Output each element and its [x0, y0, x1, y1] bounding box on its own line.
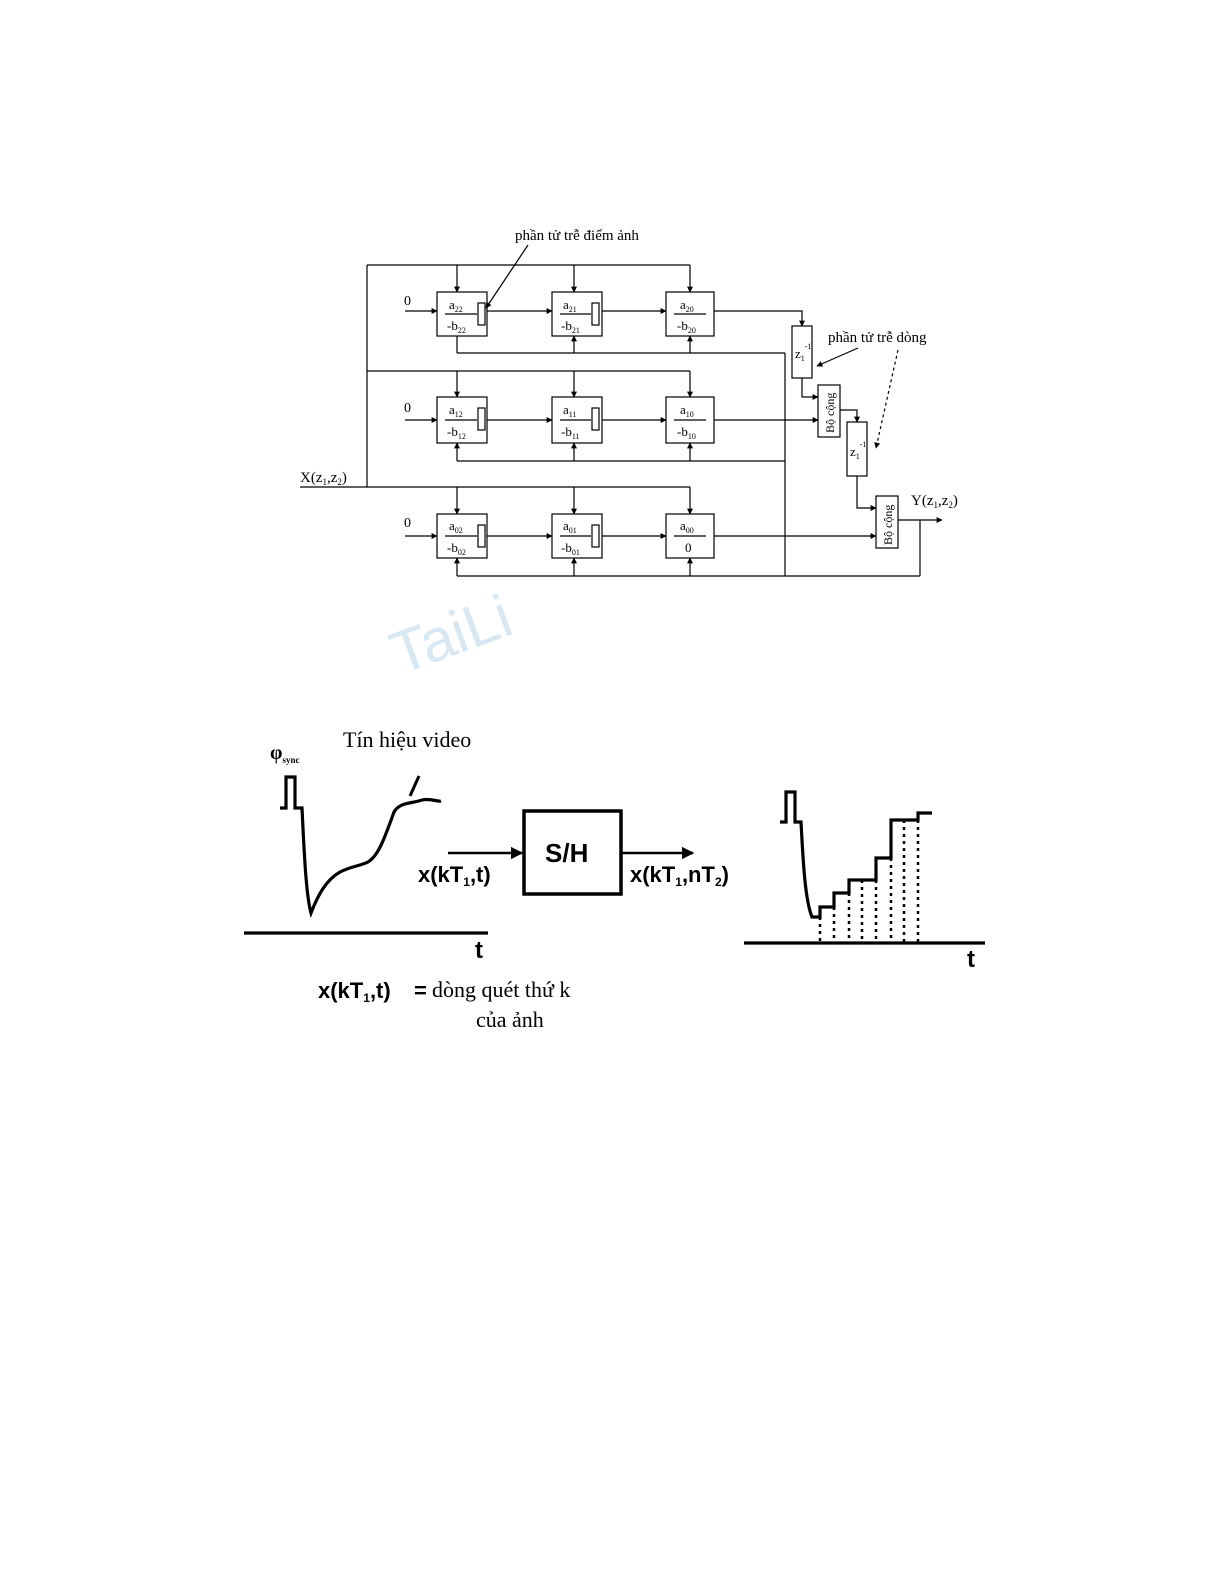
coef-b10: -b10: [677, 424, 696, 441]
coef-a11: a11: [563, 402, 576, 419]
line-delay-label: phần tử trễ dòng: [828, 330, 927, 346]
video-signal-label: Tín hiệu video: [343, 727, 471, 752]
definition-rhs-line2: của ảnh: [476, 1007, 544, 1032]
sampling-diagram: Tín hiệu video φsync t S/H x(kT1,t) x(kT…: [244, 727, 985, 1032]
adder-label-1: Bộ cộng: [823, 393, 837, 433]
coef-b12: -b12: [447, 424, 466, 441]
coef-b22: -b22: [447, 318, 466, 335]
coef-a20: a20: [680, 297, 694, 314]
zero-input-row1: 0: [404, 401, 411, 416]
video-signal-pointer: [410, 776, 419, 796]
pixel-delay-pointer: [486, 245, 528, 308]
line-delay-pointer-1: [817, 348, 858, 366]
adder-label-2: Bộ cộng: [881, 505, 895, 545]
coef-b00: 0: [685, 540, 692, 555]
coef-a01: a01: [563, 518, 577, 535]
left-axis-t: t: [475, 937, 483, 964]
sampled-waveform: [744, 792, 985, 943]
definition-lhs: x(kT1,t): [318, 978, 391, 1005]
coef-a02: a02: [449, 518, 463, 535]
definition-rhs-line1: dòng quét thứ k: [432, 977, 570, 1002]
output-label: Y(z1,z2): [911, 493, 958, 510]
coef-b11: -b11: [561, 424, 580, 441]
zero-input-row2: 0: [404, 294, 411, 309]
line-delay-z1-label: z1-1: [795, 342, 811, 363]
line-delay-z2-label: z1-1: [850, 440, 866, 461]
coef-a22: a22: [449, 297, 463, 314]
coef-a10: a10: [680, 402, 694, 419]
coef-b01: -b01: [561, 540, 580, 557]
coef-a21: a21: [563, 297, 577, 314]
line-delay-pointer-2: [876, 350, 898, 448]
input-label: X(z1,z2): [300, 470, 347, 487]
coef-a00: a00: [680, 518, 694, 535]
watermark-text: TaiLi: [382, 582, 521, 687]
analog-waveform: [244, 777, 488, 933]
sample-hold-label: S/H: [545, 838, 588, 868]
zero-input-row0: 0: [404, 516, 411, 531]
sync-label: φsync: [270, 742, 300, 765]
input-signal-label: x(kT1,t): [418, 862, 491, 889]
coef-b02: -b02: [447, 540, 466, 557]
coef-a12: a12: [449, 402, 463, 419]
pixel-delay-label: phần tử trễ điểm ảnh: [515, 228, 639, 244]
definition-eq: =: [414, 978, 427, 1003]
right-axis-t: t: [967, 946, 975, 973]
output-signal-label: x(kT1,nT2): [630, 862, 729, 889]
coef-b20: -b20: [677, 318, 696, 335]
coef-b21: -b21: [561, 318, 580, 335]
filter-diagram: phần tử trễ điểm ảnh phần tử trễ dòng: [300, 228, 942, 576]
